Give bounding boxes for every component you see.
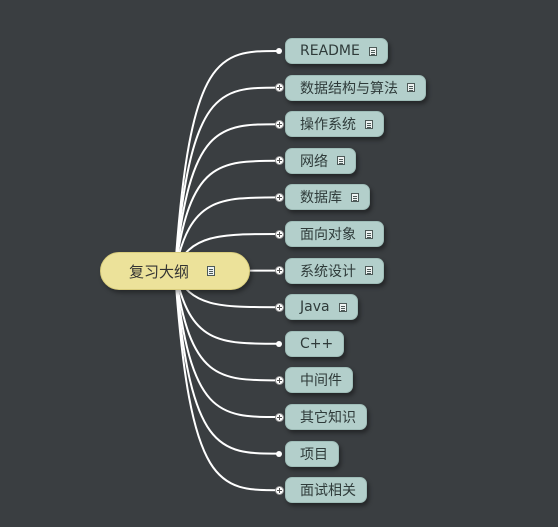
note-icon[interactable] bbox=[365, 229, 373, 239]
subtopic-label: 系统设计 bbox=[300, 263, 356, 280]
subtopic-node[interactable]: 中间件 bbox=[285, 367, 353, 394]
note-icon[interactable] bbox=[338, 302, 347, 312]
leaf-connector-dot bbox=[276, 340, 282, 347]
expand-toggle-icon[interactable] bbox=[275, 229, 284, 239]
subtopic-node[interactable]: Java bbox=[285, 294, 358, 321]
note-icon[interactable] bbox=[207, 266, 216, 276]
note-icon[interactable] bbox=[351, 192, 359, 202]
root-topic-label: 复习大纲 bbox=[129, 262, 190, 281]
branch-link bbox=[174, 270, 280, 382]
expand-toggle-icon[interactable] bbox=[275, 302, 284, 312]
subtopic-node[interactable]: 项目 bbox=[285, 440, 339, 467]
subtopic-label: 网络 bbox=[300, 153, 328, 170]
subtopic-node[interactable]: 数据结构与算法 bbox=[285, 74, 426, 101]
subtopic-label: 其它知识 bbox=[300, 410, 356, 426]
expand-toggle-icon[interactable] bbox=[275, 375, 284, 385]
branch-link bbox=[174, 50, 280, 272]
expand-toggle-icon[interactable] bbox=[275, 119, 284, 129]
expand-toggle-icon[interactable] bbox=[275, 412, 284, 422]
note-icon[interactable] bbox=[368, 46, 377, 56]
subtopic-label: README bbox=[300, 43, 360, 59]
branch-link bbox=[174, 86, 280, 272]
subtopic-node[interactable]: 系统设计 bbox=[285, 257, 384, 284]
subtopic-label: 操作系统 bbox=[300, 117, 356, 134]
note-icon[interactable] bbox=[407, 83, 415, 93]
branch-link bbox=[174, 270, 280, 455]
subtopic-node[interactable]: C++ bbox=[285, 330, 345, 357]
subtopic-label: 中间件 bbox=[300, 373, 342, 390]
subtopic-label: 面试相关 bbox=[300, 483, 356, 500]
branch-link bbox=[174, 270, 280, 492]
leaf-connector-dot bbox=[276, 450, 282, 457]
subtopic-label: Java bbox=[300, 299, 330, 316]
note-icon[interactable] bbox=[337, 156, 345, 166]
subtopic-node[interactable]: 面试相关 bbox=[285, 477, 367, 504]
subtopic-label: 数据库 bbox=[300, 190, 342, 207]
note-icon[interactable] bbox=[365, 119, 373, 129]
branch-link bbox=[174, 270, 280, 418]
expand-toggle-icon[interactable] bbox=[275, 192, 284, 202]
branch-link bbox=[174, 270, 280, 345]
subtopic-node[interactable]: 面向对象 bbox=[285, 221, 384, 247]
note-icon[interactable] bbox=[365, 266, 373, 276]
expand-toggle-icon[interactable] bbox=[275, 156, 284, 166]
subtopic-label: C++ bbox=[300, 335, 334, 352]
subtopic-node[interactable]: README bbox=[285, 38, 388, 64]
subtopic-node[interactable]: 网络 bbox=[285, 147, 356, 174]
root-topic[interactable]: 复习大纲 bbox=[100, 252, 250, 290]
subtopic-node[interactable]: 操作系统 bbox=[285, 111, 384, 138]
expand-toggle-icon[interactable] bbox=[275, 485, 284, 495]
branch-link bbox=[174, 196, 280, 272]
leaf-connector-dot bbox=[276, 48, 282, 54]
subtopic-node[interactable]: 其它知识 bbox=[285, 404, 367, 430]
branch-link bbox=[174, 159, 280, 272]
subtopic-label: 项目 bbox=[300, 446, 328, 463]
subtopic-label: 数据结构与算法 bbox=[300, 80, 398, 97]
expand-toggle-icon[interactable] bbox=[275, 83, 284, 93]
branch-link bbox=[174, 123, 280, 272]
expand-toggle-icon[interactable] bbox=[275, 266, 284, 276]
subtopic-label: 面向对象 bbox=[300, 227, 356, 243]
subtopic-node[interactable]: 数据库 bbox=[285, 184, 370, 211]
